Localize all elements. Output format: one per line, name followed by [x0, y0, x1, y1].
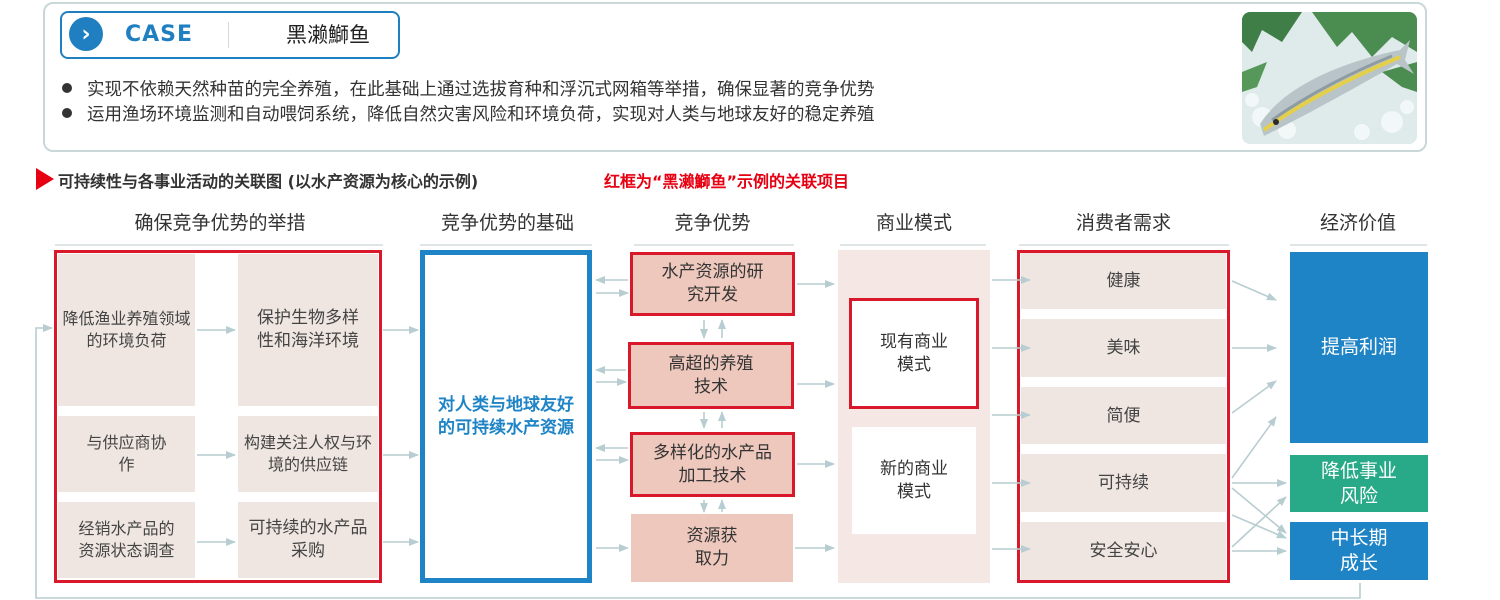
- value-profit: 提高利润: [1290, 252, 1428, 443]
- measure-box: 可持续的水产品采购: [238, 502, 378, 578]
- measure-box: 降低渔业养殖领域的环境负荷: [58, 254, 195, 406]
- fish-photo: [1242, 12, 1417, 144]
- business-model-existing: 现有商业模式: [849, 298, 979, 409]
- consumer-need-item: 简便: [1021, 387, 1226, 444]
- measure-box: 经销水产品的资源状态调查: [58, 502, 195, 578]
- yellowtail-fish-icon: [1242, 12, 1417, 144]
- bullet-dot-icon: [62, 108, 72, 118]
- consumer-need-item: 可持续: [1021, 454, 1226, 512]
- consumer-need-item: 美味: [1021, 319, 1226, 377]
- highlight-frame-measures: [54, 250, 382, 583]
- measure-box: 与供应商协作: [58, 416, 195, 492]
- case-bullet-1: 实现不依赖天然种苗的完全养殖，在此基础上通过选拔育种和浮沉式网箱等举措，确保显著…: [62, 77, 1062, 103]
- column-header: 确保竞争优势的举措: [134, 212, 306, 234]
- chevron-right-icon: ›: [69, 17, 103, 51]
- case-bullet-text: 实现不依赖天然种苗的完全养殖，在此基础上通过选拔育种和浮沉式网箱等举措，确保显著…: [87, 80, 875, 100]
- column-header: 经济价值: [1319, 212, 1396, 234]
- foundation-box: 对人类与地球友好的可持续水产资源: [420, 250, 592, 583]
- value-risk: 降低事业风险: [1290, 455, 1428, 512]
- business-model-new: 新的商业模式: [852, 427, 976, 534]
- header-underline: [420, 244, 592, 246]
- advantage-box-highlighted: 高超的养殖技术: [628, 342, 794, 409]
- header-underline: [1290, 244, 1427, 246]
- header-underline: [634, 244, 794, 246]
- play-triangle-icon: [36, 168, 54, 190]
- case-bullet-2: 运用渔场环境监测和自动喂饲系统，降低自然灾害风险和环境负荷，实现对人类与地球友好…: [62, 102, 1062, 128]
- header-underline: [840, 244, 986, 246]
- header-underline: [55, 244, 383, 246]
- consumer-need-item: 安全安心: [1021, 522, 1226, 580]
- column-header: 消费者需求: [1075, 212, 1171, 234]
- case-label: CASE: [125, 22, 194, 47]
- case-bullet-text: 运用渔场环境监测和自动喂饲系统，降低自然灾害风险和环境负荷，实现对人类与地球友好…: [87, 105, 875, 125]
- diagram-note: 红框为“黑濑鰤鱼”示例的关联项目: [604, 172, 850, 191]
- value-growth: 中长期成长: [1290, 522, 1428, 580]
- advantage-box-highlighted: 多样化的水产品加工技术: [630, 432, 795, 497]
- case-tag: [60, 11, 400, 59]
- column-header: 商业模式: [875, 212, 952, 234]
- highlight-frame-needs: [1017, 250, 1230, 583]
- measure-box: 构建关注人权与环境的供应链: [238, 416, 378, 492]
- column-header: 竞争优势的基础: [440, 212, 574, 234]
- diagram-title: 可持续性与各事业活动的关联图 (以水产资源为核心的示例): [58, 172, 479, 191]
- column-header: 竞争优势: [674, 212, 751, 234]
- bullet-dot-icon: [62, 83, 72, 93]
- consumer-need-item: 健康: [1021, 252, 1226, 309]
- header-underline: [1019, 244, 1229, 246]
- case-name: 黑濑鰤鱼: [286, 23, 370, 47]
- measure-box: 保护生物多样性和海洋环境: [238, 254, 378, 406]
- case-divider: [228, 22, 229, 48]
- advantage-box: 资源获取力: [631, 514, 793, 582]
- advantage-box-highlighted: 水产资源的研究开发: [630, 252, 795, 316]
